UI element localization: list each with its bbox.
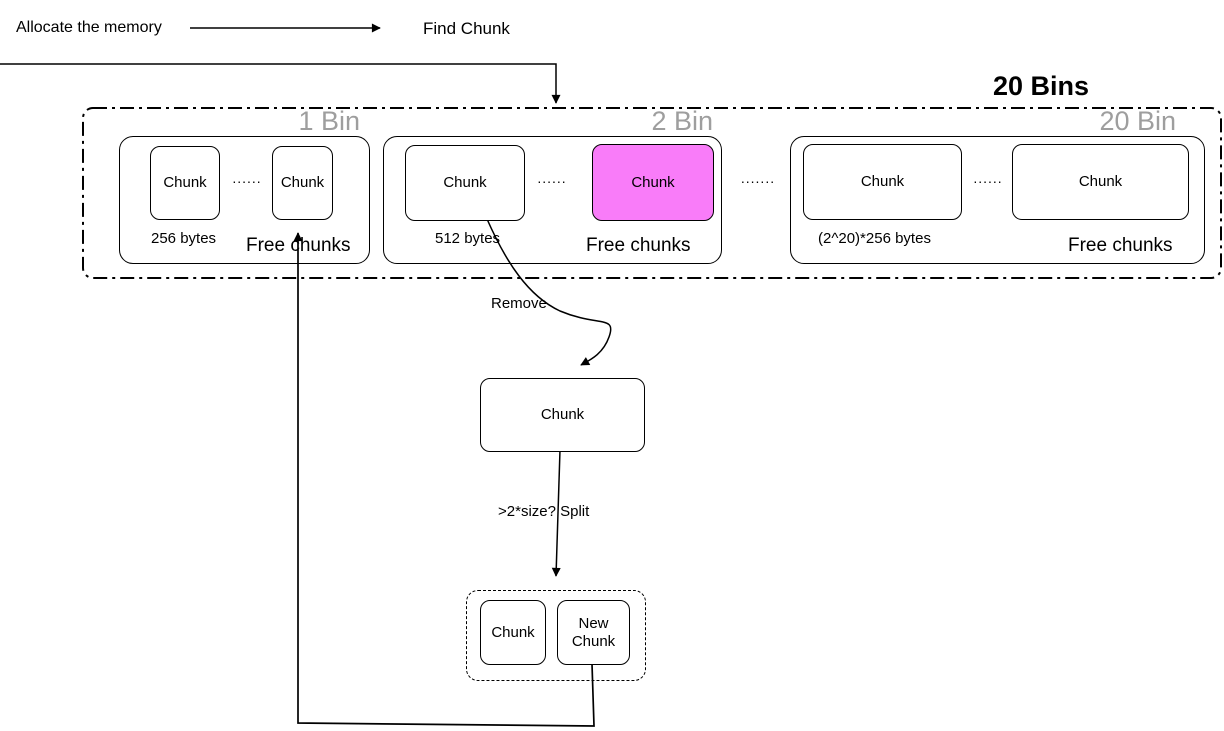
arrow-remove-curve bbox=[486, 218, 612, 366]
arrow-newchunk-loop-to-bin1 bbox=[293, 232, 595, 727]
arrow-find-chunk-to-bins bbox=[0, 63, 561, 104]
arrow-split bbox=[551, 449, 561, 577]
bins-outer-dashdot-border bbox=[82, 107, 1222, 279]
